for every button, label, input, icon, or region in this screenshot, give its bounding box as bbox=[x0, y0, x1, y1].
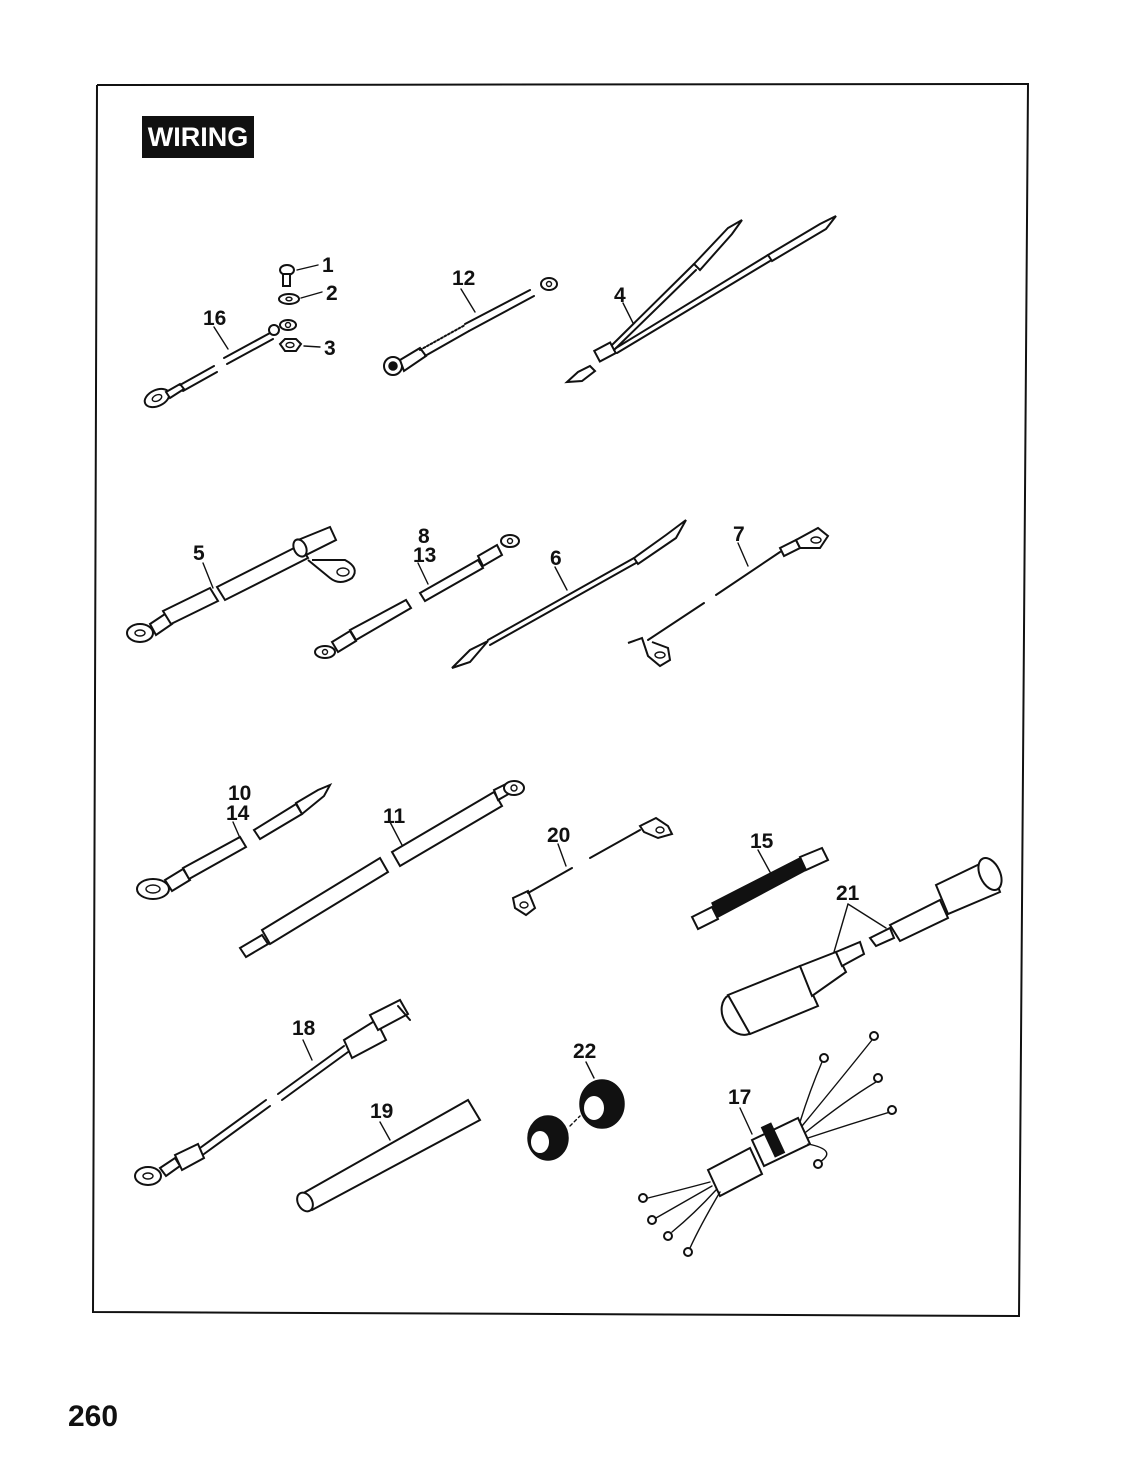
callout-20: 20 bbox=[547, 824, 570, 847]
callout-2: 2 bbox=[326, 282, 338, 305]
callout-10: 10 bbox=[228, 782, 251, 805]
callout-1: 1 bbox=[322, 254, 334, 277]
part-2-lockwasher bbox=[278, 293, 300, 305]
part-5-battery-cable bbox=[126, 525, 356, 643]
part-20-ground-wire bbox=[511, 816, 674, 917]
callout-5: 5 bbox=[193, 542, 205, 565]
callout-13: 13 bbox=[413, 544, 436, 567]
callout-14: 14 bbox=[226, 802, 250, 825]
callout-15: 15 bbox=[750, 830, 774, 853]
callout-6: 6 bbox=[550, 547, 562, 570]
callout-3: 3 bbox=[324, 337, 336, 360]
part-17-wiring-harness bbox=[638, 1031, 897, 1257]
part-22-grommets bbox=[527, 1079, 625, 1161]
part-18-cable bbox=[134, 998, 411, 1186]
callout-16: 16 bbox=[203, 307, 226, 330]
part-3-nut bbox=[278, 338, 303, 352]
callout-19: 19 bbox=[370, 1100, 393, 1123]
diagram-border bbox=[91, 82, 1030, 1318]
callout-4: 4 bbox=[614, 284, 626, 307]
callout-18: 18 bbox=[292, 1017, 316, 1040]
callout-7: 7 bbox=[733, 523, 745, 546]
callout-17: 17 bbox=[728, 1086, 751, 1109]
section-title-badge: WIRING bbox=[142, 116, 254, 158]
callout-11: 11 bbox=[383, 805, 406, 828]
part-12-cable bbox=[383, 277, 558, 376]
part-15-ground-strap bbox=[690, 846, 830, 931]
part-8-13-cable bbox=[314, 534, 520, 659]
callout-8: 8 bbox=[418, 525, 430, 548]
part-6-jumper-wire bbox=[451, 519, 687, 669]
callout-21: 21 bbox=[836, 882, 860, 905]
callout-12: 12 bbox=[452, 267, 475, 290]
part-7-ground-strap bbox=[627, 526, 830, 668]
part-19-sleeve bbox=[296, 1098, 482, 1213]
part-4-jumper-harness bbox=[564, 215, 837, 384]
part-1-screw bbox=[279, 264, 295, 287]
part-21-connector bbox=[720, 857, 1003, 1036]
page-number: 260 bbox=[68, 1400, 119, 1433]
part-16-ground-cable bbox=[143, 319, 297, 409]
part-11-long-cable bbox=[238, 780, 525, 959]
callout-22: 22 bbox=[573, 1040, 596, 1063]
part-10-14-cable bbox=[136, 782, 333, 900]
